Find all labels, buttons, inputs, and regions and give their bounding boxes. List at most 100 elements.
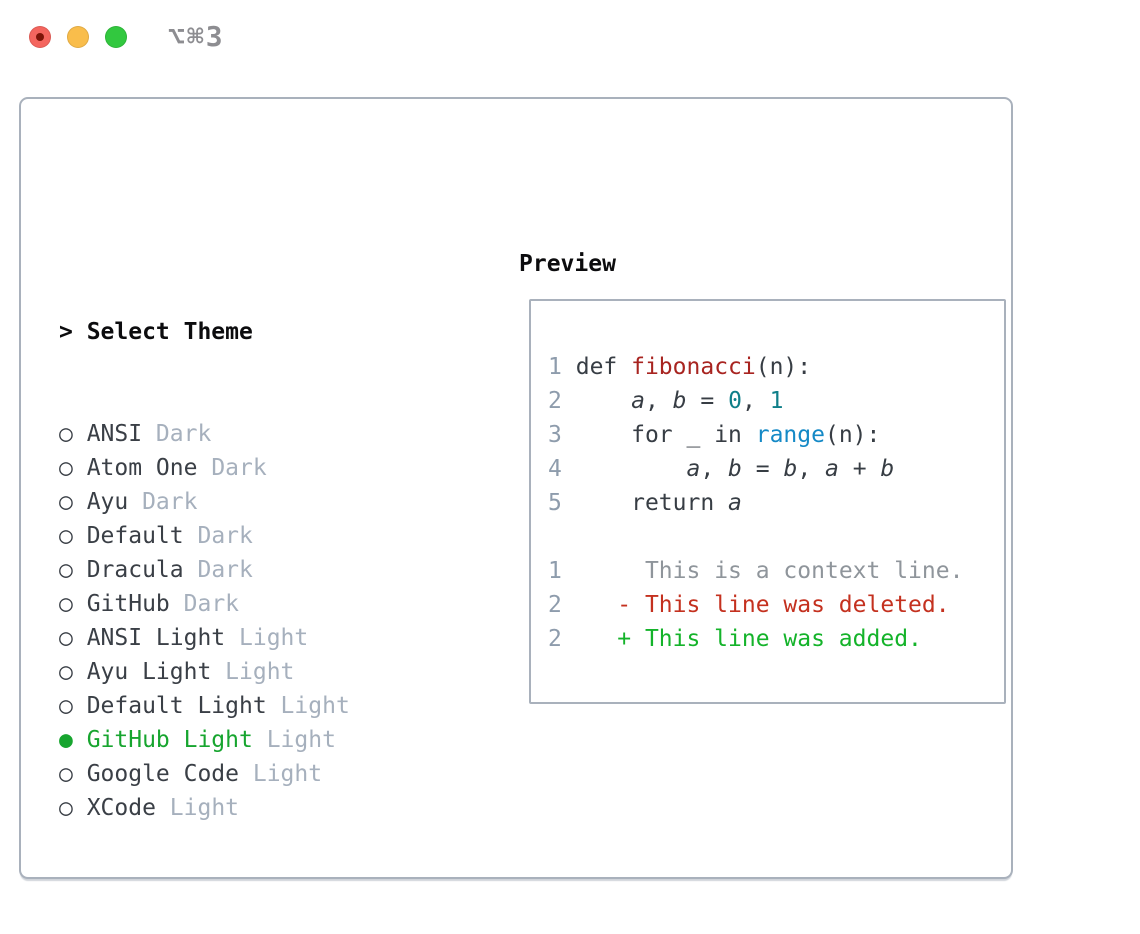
- theme-option-atom-one[interactable]: ○Atom One Dark: [59, 451, 447, 485]
- radio-icon: ○: [59, 761, 73, 787]
- code-segment-num: 2: [548, 388, 562, 414]
- theme-picker-panel: >Select Theme ○ANSI Dark○Atom One Dark○A…: [19, 97, 1013, 879]
- code-segment-plain: [562, 592, 617, 618]
- radio-icon: ○: [59, 795, 73, 821]
- theme-variant-label: Dark: [169, 591, 240, 617]
- window-title: ⌥⌘3: [168, 20, 225, 53]
- preview-header: Preview: [519, 251, 616, 277]
- code-segment-plain: (n):: [755, 354, 812, 380]
- theme-variant-label: Dark: [183, 557, 253, 583]
- code-segment-plain: =: [741, 456, 784, 482]
- code-segment-plain: ,: [741, 388, 770, 414]
- radio-icon: ○: [59, 659, 73, 685]
- theme-variant-label: Light: [155, 795, 240, 821]
- theme-option-dracula[interactable]: ○ Dracula Dark: [59, 553, 447, 587]
- radio-icon: ○: [59, 557, 73, 583]
- theme-option-google-code[interactable]: ○ Google Code Light: [59, 757, 447, 791]
- code-segment-num: 1: [548, 558, 562, 584]
- select-theme-header-label: Select Theme: [86, 319, 253, 345]
- theme-option-ansi-light[interactable]: ○ANSI Light Light: [59, 621, 447, 655]
- radio-icon: ○: [59, 421, 73, 447]
- theme-name: Dracula: [86, 557, 184, 583]
- theme-option-github-light[interactable]: ● GitHub Light Light: [59, 723, 447, 757]
- code-segment-num: 4: [548, 456, 562, 482]
- radio-icon: ○: [59, 523, 73, 549]
- theme-name: Default Light: [86, 693, 267, 719]
- zoom-window-icon[interactable]: [105, 26, 127, 48]
- spacer-row: [59, 893, 447, 927]
- theme-name: GitHub: [86, 591, 170, 617]
- code-segment-plain: [562, 490, 631, 516]
- code-line: 2 a, b = 0, 1: [548, 384, 963, 418]
- code-segment-lit: 1: [769, 388, 784, 414]
- select-theme-header: > Select Theme: [59, 315, 447, 349]
- code-segment-num: 1: [548, 354, 562, 380]
- code-segment-var: a: [825, 456, 839, 482]
- code-segment-num: 3: [548, 422, 562, 448]
- theme-name: ANSI Light: [86, 625, 226, 651]
- code-segment-builtin: range: [755, 422, 825, 448]
- prompt-icon: >: [59, 319, 73, 345]
- radio-icon: ○: [59, 489, 73, 515]
- theme-name: Ayu: [86, 489, 129, 515]
- theme-name: Atom One: [86, 455, 198, 481]
- theme-option-default-light[interactable]: ○ Default Light Light: [59, 689, 447, 723]
- code-segment-num: 2: [548, 592, 562, 618]
- code-segment-fn: fibonacci: [631, 354, 756, 380]
- minimize-window-icon[interactable]: [67, 26, 89, 48]
- theme-option-ayu-light[interactable]: ○ Ayu Light Light: [59, 655, 447, 689]
- code-segment-var: a: [631, 388, 645, 414]
- code-segment-plain: ,: [700, 456, 729, 482]
- diff-deleted-line: 2 - This line was deleted.: [548, 588, 963, 622]
- theme-variant-label: Dark: [128, 489, 198, 515]
- code-segment-var: b: [880, 456, 895, 482]
- radio-icon: ○: [59, 693, 73, 719]
- code-segment-plain: ,: [797, 456, 826, 482]
- theme-variant-label: Dark: [183, 523, 253, 549]
- code-segment-num: 2: [548, 626, 562, 652]
- code-line: 1 def fibonacci(n):: [548, 350, 963, 384]
- theme-option-default[interactable]: ○ Default Dark: [59, 519, 447, 553]
- code-segment-ctx: This is a context line.: [644, 558, 964, 584]
- code-segment-plain: [562, 456, 687, 482]
- code-segment-plain: (n):: [824, 422, 881, 448]
- theme-option-ayu[interactable]: ○ Ayu Dark: [59, 485, 447, 519]
- theme-name: Google Code: [86, 761, 240, 787]
- code-segment-plain: [562, 354, 576, 380]
- radio-icon: ○: [59, 591, 73, 617]
- theme-list: ○ANSI Dark○Atom One Dark○Ayu Dark○Defaul…: [59, 417, 447, 825]
- code-segment-lit: 0: [728, 388, 742, 414]
- theme-variant-label: Light: [211, 659, 295, 685]
- theme-name: ANSI: [86, 421, 143, 447]
- theme-option-xcode[interactable]: ○ XCode Light: [59, 791, 447, 825]
- theme-variant-label: Light: [252, 727, 336, 753]
- theme-name: XCode: [86, 795, 156, 821]
- code-segment-plain: [562, 388, 631, 414]
- code-segment-num: 5: [548, 490, 562, 516]
- code-segment-var: a: [728, 490, 742, 516]
- code-segment-del: - This line was deleted.: [617, 592, 950, 618]
- close-window-icon[interactable]: [29, 26, 51, 48]
- theme-variant-label: Light: [225, 625, 309, 651]
- theme-variant-label: Light: [239, 761, 323, 787]
- theme-variant-label: Dark: [142, 421, 212, 447]
- code-line: 4 a, b = b, a + b: [548, 452, 963, 486]
- theme-variant-label: Light: [266, 693, 350, 719]
- code-segment-plain: [562, 558, 645, 584]
- blank-line: [548, 520, 963, 554]
- diff-context-line: 1 This is a context line.: [548, 554, 963, 588]
- code-segment-var: b: [672, 388, 687, 414]
- code-segment-plain: +: [838, 456, 881, 482]
- theme-name: Default: [86, 523, 184, 549]
- theme-name: Ayu Light: [86, 659, 212, 685]
- code-segment-plain: ,: [644, 388, 673, 414]
- theme-option-ansi[interactable]: ○ ANSI Dark: [59, 417, 447, 451]
- radio-selected-icon: ●: [59, 727, 73, 753]
- theme-picker-column: >Select Theme ○ANSI Dark○Atom One Dark○A…: [59, 247, 447, 934]
- theme-name: GitHub Light: [86, 727, 253, 753]
- code-segment-plain: [562, 422, 631, 448]
- theme-option-github[interactable]: ○ GitHub Dark: [59, 587, 447, 621]
- diff-added-line: 2 + This line was added.: [548, 622, 963, 656]
